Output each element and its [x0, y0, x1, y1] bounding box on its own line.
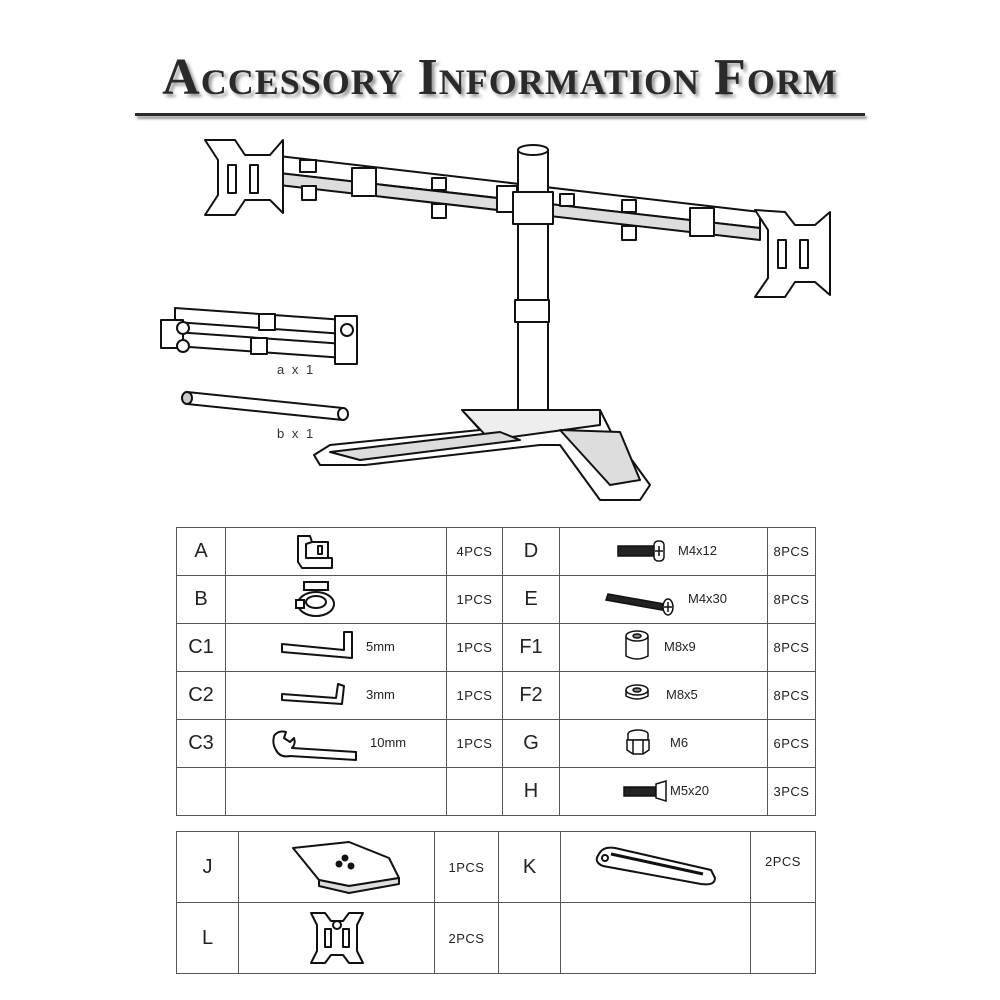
part-letter: B	[176, 575, 226, 624]
part-image-cell: M5x20	[559, 767, 768, 816]
part-image-cell: M4x12	[559, 527, 768, 576]
empty-cell	[560, 902, 751, 974]
screw-long-icon	[605, 593, 674, 616]
table-row: H M5x20 3PCS	[176, 767, 816, 816]
part-size: M6	[670, 735, 689, 750]
part-letter: A	[176, 527, 226, 576]
part-image-cell: M8x9	[559, 623, 768, 672]
part-image-cell	[225, 575, 447, 624]
part-quantity: 1PCS	[446, 623, 503, 672]
part-letter: E	[502, 575, 560, 624]
part-size: M4x12	[678, 543, 718, 558]
page-title: Accessory Information Form	[162, 49, 838, 106]
pole-icon	[181, 390, 349, 422]
part-quantity: 8PCS	[767, 671, 816, 720]
part-size: M8x5	[666, 687, 698, 702]
dual-monitor-stand-illustration	[204, 139, 831, 501]
title-underline	[135, 113, 865, 116]
part-quantity	[446, 767, 503, 816]
part-letter: D	[502, 527, 560, 576]
wrench-icon	[272, 730, 357, 761]
part-image-cell	[560, 831, 751, 903]
part-image-cell: 3mm	[225, 671, 447, 720]
table-row: L 2PCS	[176, 902, 816, 974]
empty-cell	[498, 902, 561, 974]
base-plate-icon	[292, 841, 400, 894]
table-row: J 1PCS K	[176, 831, 816, 903]
part-image-cell: M4x30	[559, 575, 768, 624]
part-image-cell: M6	[559, 719, 768, 768]
part-quantity: 6PCS	[767, 719, 816, 768]
part-size: M4x30	[688, 591, 728, 606]
hex-key-3mm-icon	[281, 683, 345, 705]
part-quantity: 8PCS	[767, 527, 816, 576]
part-quantity: 8PCS	[767, 623, 816, 672]
part-image-cell: 10mm	[225, 719, 447, 768]
part-letter: J	[176, 831, 239, 903]
part-letter: G	[502, 719, 560, 768]
accessory-table-base: J 1PCS K	[176, 831, 816, 974]
part-letter: L	[176, 902, 239, 974]
part-size: 5mm	[366, 639, 395, 654]
arm-assembly-icon	[160, 307, 358, 365]
countersunk-screw-icon	[623, 780, 667, 802]
washer-icon	[625, 684, 649, 700]
part-a-label: a x 1	[277, 362, 316, 377]
part-image-cell	[225, 767, 447, 816]
part-b-label: b x 1	[277, 426, 316, 441]
part-letter: H	[502, 767, 560, 816]
part-quantity: 1PCS	[446, 671, 503, 720]
part-quantity: 4PCS	[446, 527, 503, 576]
vesa-plate-icon	[310, 912, 364, 964]
part-quantity: 3PCS	[767, 767, 816, 816]
part-size: 3mm	[366, 687, 395, 702]
empty-cell	[750, 902, 816, 974]
part-size: M5x20	[670, 783, 710, 798]
part-letter: C3	[176, 719, 226, 768]
part-quantity: 1PCS	[446, 719, 503, 768]
part-letter	[176, 767, 226, 816]
clip-icon	[297, 535, 333, 569]
part-letter: C2	[176, 671, 226, 720]
part-letter: F1	[502, 623, 560, 672]
part-image-cell	[238, 902, 435, 974]
part-image-cell	[225, 527, 447, 576]
base-leg-icon	[595, 846, 716, 886]
part-quantity: 2PCS	[434, 902, 499, 974]
part-quantity: 2PCS	[750, 831, 816, 903]
hex-key-5mm-icon	[281, 631, 353, 659]
part-letter: C1	[176, 623, 226, 672]
collar-clamp-icon	[295, 581, 335, 617]
part-image-cell: 5mm	[225, 623, 447, 672]
part-size: 10mm	[370, 735, 407, 750]
screw-short-icon	[617, 540, 665, 562]
spacer-tall-icon	[625, 630, 649, 660]
hex-nut-icon	[626, 729, 650, 755]
part-image-cell	[238, 831, 435, 903]
part-image-cell: M8x5	[559, 671, 768, 720]
part-size: M8x9	[664, 639, 696, 654]
part-quantity: 8PCS	[767, 575, 816, 624]
part-quantity: 1PCS	[446, 575, 503, 624]
part-quantity: 1PCS	[434, 831, 499, 903]
part-letter: K	[498, 831, 561, 903]
part-letter: F2	[502, 671, 560, 720]
